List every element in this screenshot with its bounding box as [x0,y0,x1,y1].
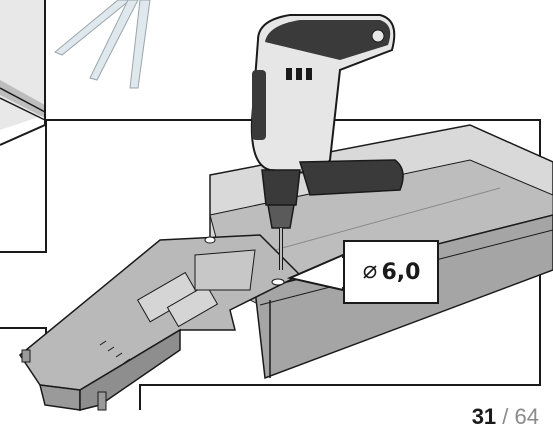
page-current: 31 [471,404,497,429]
drill-diameter-callout: 6,0 [343,240,439,304]
page-total: 64 [514,404,539,429]
page-separator: / [496,404,515,429]
diameter-icon [362,264,378,280]
screw-fan-detail [54,0,151,89]
power-drill [250,14,404,270]
rail-detail-inset [0,0,46,146]
page-number: 31 / 64 [472,404,539,430]
drilling-jig [18,234,302,411]
diameter-value: 6,0 [381,259,421,285]
